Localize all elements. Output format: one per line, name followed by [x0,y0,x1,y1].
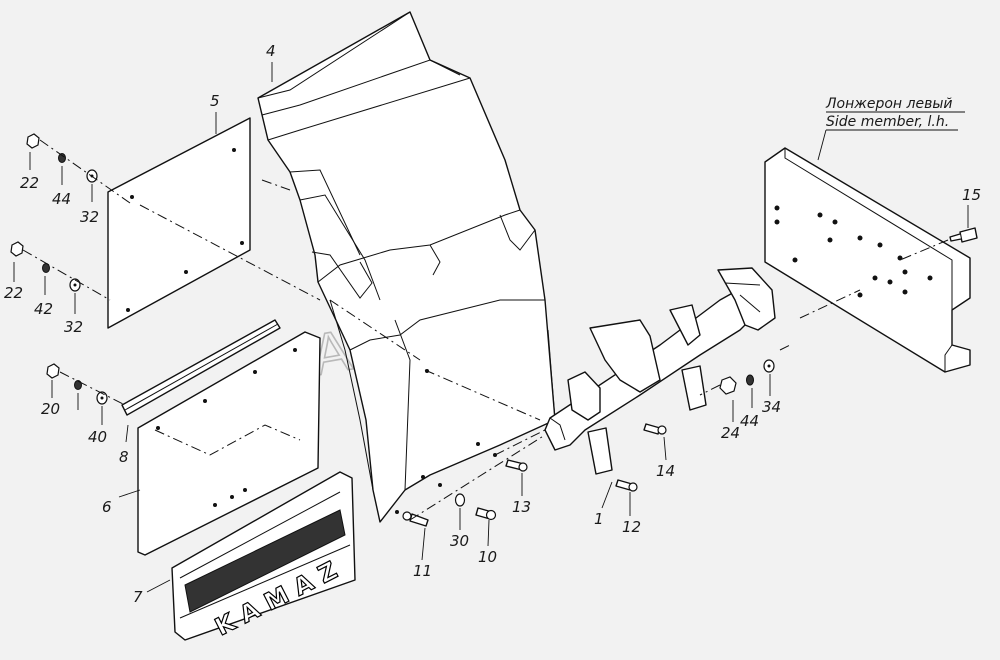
side-member-leader [817,111,965,161]
label-7: 7 [133,588,143,606]
assembly-line-plate [139,179,321,301]
label-42: 42 [34,300,53,318]
plate-5 [107,117,251,329]
side-member-title-ru: Лонжерон левый [825,96,953,112]
label-14: 14 [656,462,675,480]
label-10: 10 [478,548,497,566]
assembly-line-bracket [329,299,541,421]
bolt-15 [949,227,978,243]
assembly-line-fender [409,429,546,521]
strip-8 [121,319,281,416]
assembly-line-mudguard [154,424,301,456]
bracket-1 [544,267,776,475]
leader-lines [13,62,969,593]
label-6: 6 [102,498,112,516]
label-12: 12 [622,518,641,536]
mud-flap-7 [171,471,356,641]
label-4: 4 [266,42,276,60]
fastener-axes-left [22,139,131,406]
label-5: 5 [210,92,220,110]
label-1: 1 [594,510,604,528]
label-32-top: 32 [80,208,99,226]
label-13: 13 [512,498,531,516]
label-30: 30 [450,532,469,550]
label-15: 15 [962,186,981,204]
assembly-line-frame [699,289,861,396]
label-11: 11 [413,562,432,580]
mudguard-6 [137,331,321,556]
side-member [764,147,971,373]
fasteners-right [719,359,775,395]
label-32-bottom: 32 [64,318,83,336]
bolt-15-axis [899,239,949,261]
fasteners-left [10,133,108,405]
side-member-title-en: Side member, l.h. [826,114,949,130]
label-40: 40 [88,428,107,446]
label-20: 20 [41,400,60,418]
label-34: 34 [762,398,781,416]
label-44-left: 44 [52,190,71,208]
label-44-right: 44 [740,412,759,430]
label-8: 8 [119,448,129,466]
label-24: 24 [721,424,740,442]
label-22-bottom: 22 [4,284,23,302]
label-22-top: 22 [20,174,39,192]
